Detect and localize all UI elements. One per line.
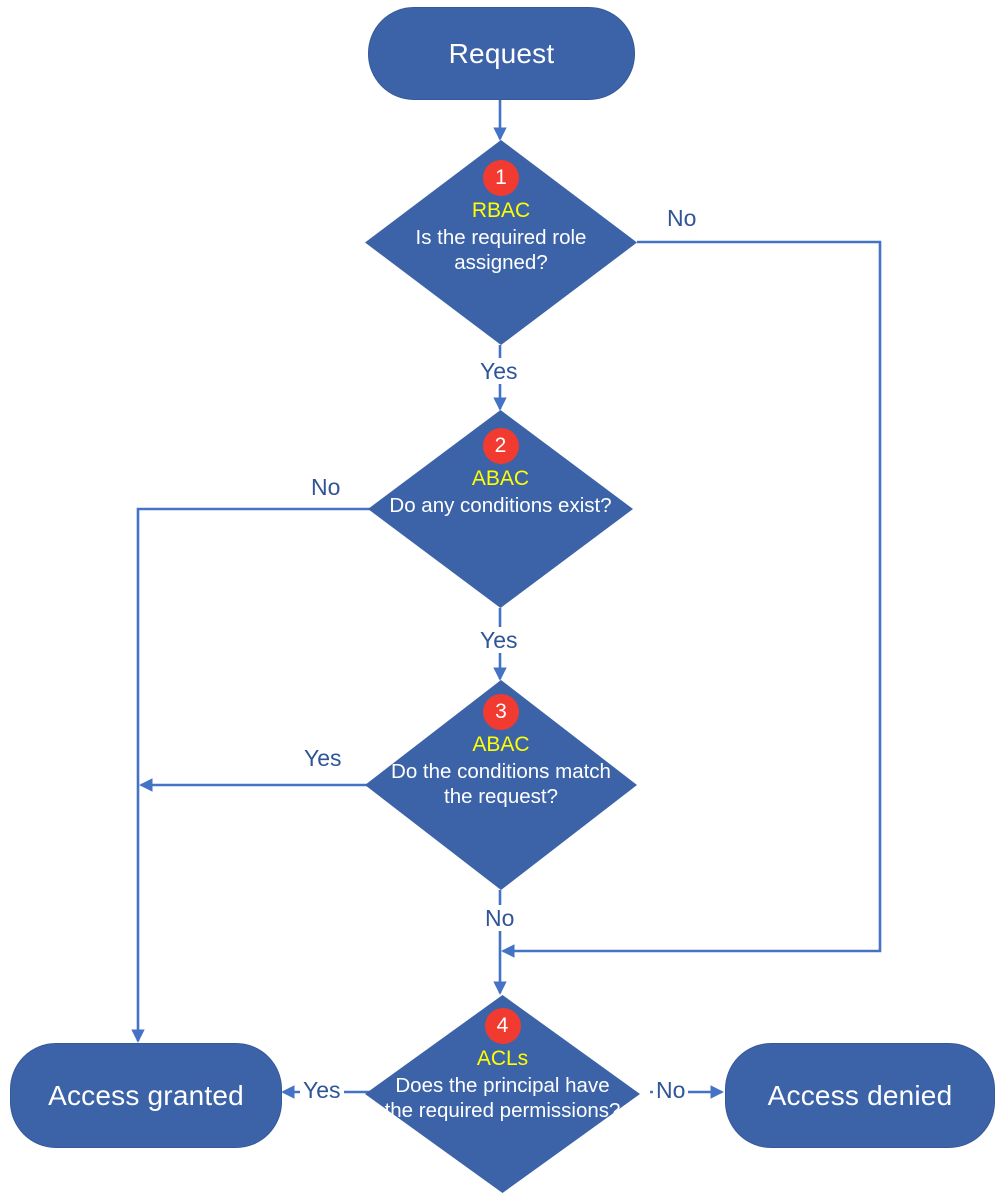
node-decision-acls-permissions[interactable]: 4 ACLs Does the principal have the requi… xyxy=(365,995,640,1193)
decision4-badge: 4 xyxy=(484,1008,521,1044)
node-request-label: Request xyxy=(448,37,555,69)
node-access-granted[interactable]: Access granted xyxy=(10,1043,282,1148)
node-decision-rbac-role[interactable]: 1 RBAC Is the required role assigned? xyxy=(365,140,637,345)
edge-label-decision4-yes: Yes xyxy=(300,1077,344,1103)
edge-label-decision2-yes: Yes xyxy=(477,627,521,653)
decision4-tag: ACLs xyxy=(476,1047,529,1070)
node-decision-abac-conditions-match[interactable]: 3 ABAC Do the conditions match the reque… xyxy=(365,680,637,890)
decision1-badge: 1 xyxy=(483,160,519,196)
decision2-badge: 2 xyxy=(482,428,519,464)
edge-label-decision4-no: No xyxy=(653,1077,689,1103)
node-request[interactable]: Request xyxy=(368,7,635,100)
edge-decision2-no-to-granted xyxy=(131,507,372,1043)
decision2-tag: ABAC xyxy=(471,467,530,490)
decision1-question: Is the required role assigned? xyxy=(415,226,587,274)
decision1-tag: RBAC xyxy=(471,199,531,222)
edge-label-decision2-no: No xyxy=(308,474,344,500)
edge-decision1-no-to-decision4 xyxy=(501,240,882,958)
node-decision-abac-conditions-exist[interactable]: 2 ABAC Do any conditions exist? xyxy=(368,410,633,608)
node-access-denied-label: Access denied xyxy=(767,1079,953,1111)
node-access-denied[interactable]: Access denied xyxy=(725,1043,995,1148)
node-access-granted-label: Access granted xyxy=(48,1079,244,1111)
edge-label-decision1-no: No xyxy=(664,205,700,231)
decision3-tag: ABAC xyxy=(472,733,530,756)
decision3-question: Do the conditions match the request? xyxy=(391,760,611,808)
edge-label-decision3-yes: Yes xyxy=(301,745,345,771)
edge-label-decision3-no: No xyxy=(482,905,518,931)
decision2-question: Do any conditions exist? xyxy=(389,494,612,517)
decision3-badge: 3 xyxy=(483,694,519,730)
edge-label-decision1-yes: Yes xyxy=(477,358,521,384)
decision4-question: Does the principal have the required per… xyxy=(384,1074,621,1122)
